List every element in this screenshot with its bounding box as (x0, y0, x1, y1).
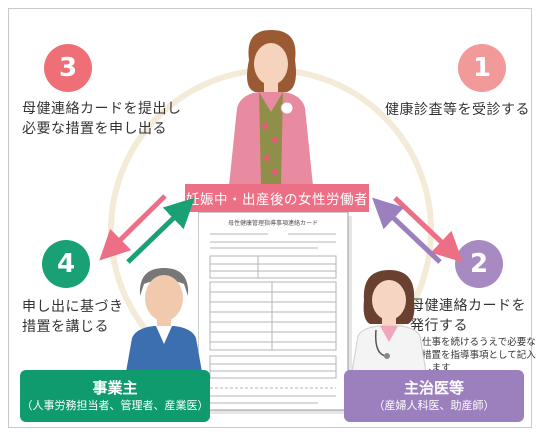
employer-illustration (126, 268, 202, 372)
pregnant-worker-illustration (229, 30, 313, 186)
arrow-worker-to-doctor (393, 196, 463, 263)
doctor-title: 主治医等 (403, 379, 464, 397)
step-4-badge: 4 (42, 240, 90, 288)
doctor-label: 主治医等 （産婦人科医、助産師） (344, 370, 524, 422)
step-2-note-line1: 仕事を続けるうえで必要な (422, 337, 536, 348)
step-2-note-line2: 措置を指導事項として記入 (422, 350, 536, 361)
document-heading: 母性健康管理指導事項連絡カード (228, 219, 318, 227)
arrow-doctor-to-worker (372, 197, 442, 264)
employer-label: 事業主 （人事労務担当者、管理者、産業医） (20, 370, 210, 422)
step-1-text: 健康診査等を受診する (385, 102, 530, 118)
employer-subtitle: （人事労務担当者、管理者、産業医） (21, 399, 209, 412)
arrow-worker-to-employer (99, 194, 167, 261)
diagram-border (8, 8, 532, 428)
step-1-badge: 1 (458, 44, 506, 92)
step-3-badge: 3 (44, 44, 92, 92)
step-3-text-line2: 必要な措置を申し出る (22, 121, 167, 137)
step-2-text-line1: 母健連絡カードを (410, 298, 526, 314)
doctor-subtitle: （産婦人科医、助産師） (373, 399, 495, 412)
doctor-illustration (351, 270, 427, 372)
arrow-employer-to-worker (126, 197, 195, 264)
employer-title: 事業主 (92, 379, 138, 397)
step-2-note-line3: します (422, 363, 451, 374)
pregnant-worker-label: 妊娠中・出産後の女性労働者 (185, 184, 369, 212)
maternal-health-card-document: 母性健康管理指導事項連絡カード (198, 212, 352, 414)
step-4-text-line2: 措置を講じる (22, 319, 109, 335)
step-3-text-line1: 母健連絡カードを提出し (22, 101, 182, 117)
step-2-badge: 2 (455, 240, 503, 288)
step-4-text-line1: 申し出に基づき (22, 299, 124, 315)
step-2-text-line2: 発行する (410, 318, 468, 334)
